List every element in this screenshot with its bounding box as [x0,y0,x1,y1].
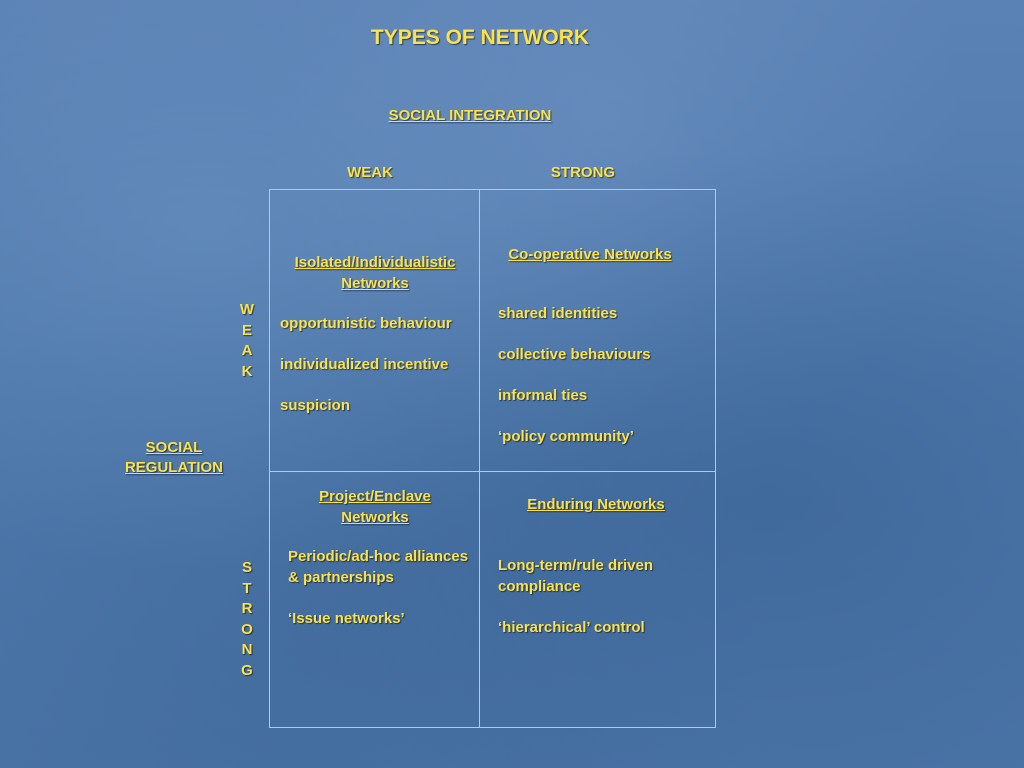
row-header-letter: G [241,661,253,679]
quadrant-items-isolated: opportunistic behaviour individualized i… [280,314,470,417]
quadrant-item: ‘policy community’ [498,428,634,445]
matrix-grid [269,189,716,728]
row-header-letter: S [241,559,252,576]
matrix-horizontal-divider [269,471,716,472]
quadrant-item: shared identities [498,305,618,322]
quadrant-items-enduring: Long-term/rule driven compliance ‘hierar… [498,556,708,638]
quadrant-item: ‘Issue networks’ [288,609,405,627]
quadrant-title-enduring: Enduring Networks [527,496,665,513]
row-header-strong: S T R O N G [232,558,262,681]
social-regulation-label: SOCIAL REGULATION [124,439,224,476]
quadrant-items-cooperative: shared identities collective behaviours … [498,304,708,448]
matrix-vertical-divider [479,189,480,728]
row-header-letter: A [241,342,253,359]
quadrant-item: Periodic/ad-hoc alliances & partnerships [288,548,469,586]
quadrant-item: opportunistic behaviour [280,315,452,332]
quadrant-item: Long-term/rule driven compliance [498,557,654,595]
row-header-weak: W E A K [232,300,262,382]
row-header-letter: W [239,301,255,318]
quadrant-title-isolated: Isolated/Individualistic Networks [294,254,456,292]
column-header-weak: WEAK [347,164,393,181]
quadrant-items-project-enclave: Periodic/ad-hoc alliances & partnerships… [288,547,473,629]
page-title: TYPES OF NETWORK [370,26,590,49]
quadrant-item: suspicion [280,397,351,414]
quadrant-title-cooperative: Co-operative Networks [508,246,672,263]
quadrant-item: ‘hierarchical’ control [498,618,645,636]
quadrant-item: collective behaviours [498,346,651,363]
column-header-strong: STRONG [550,164,616,181]
row-header-letter: R [241,600,253,617]
row-header-letter: O [241,620,253,638]
social-integration-label: SOCIAL INTEGRATION [388,107,552,124]
row-header-letter: N [241,641,253,658]
row-header-letter: K [241,362,253,380]
row-header-letter: E [241,321,252,339]
quadrant-item: individualized incentive [280,356,449,373]
quadrant-title-project-enclave: Project/Enclave Networks [319,488,431,526]
quadrant-item: informal ties [498,387,588,404]
row-header-letter: T [242,579,252,597]
